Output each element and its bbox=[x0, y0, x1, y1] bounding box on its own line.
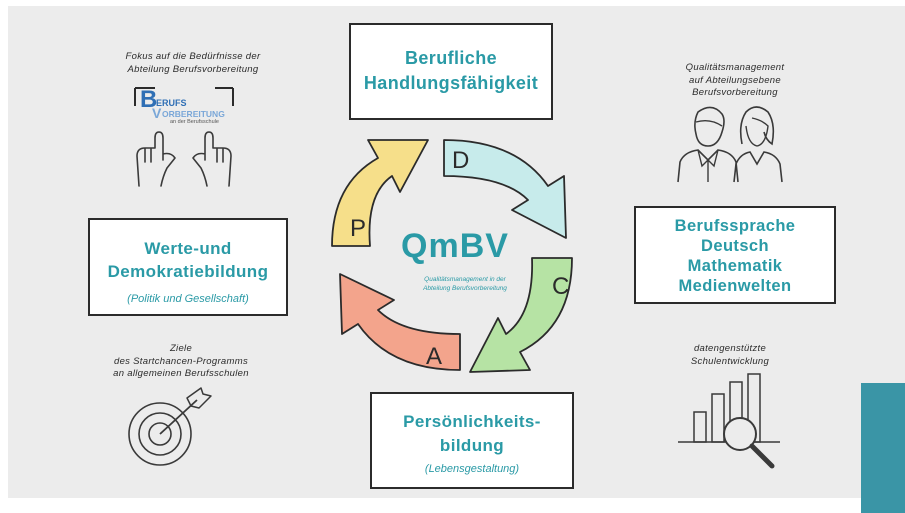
hands-frame-icon bbox=[134, 87, 234, 187]
letter-p: P bbox=[350, 215, 366, 242]
arrow-c bbox=[469, 257, 573, 373]
berufsvorbereitung-logo: B ERUFS V ORBEREITUNG an der Berufsschul… bbox=[140, 86, 236, 128]
corner-block bbox=[861, 383, 905, 513]
caption-top-left-line2: Abteilung Berufsvorbereitung bbox=[127, 63, 259, 75]
letter-a: A bbox=[426, 343, 442, 370]
arrow-a bbox=[339, 273, 461, 371]
caption-bottom-left-line1: Ziele bbox=[169, 343, 193, 354]
letter-d: D bbox=[452, 147, 469, 174]
logo-letter-v: V bbox=[152, 105, 162, 121]
box-top-line2: Handlungsfähigkeit bbox=[363, 73, 539, 93]
caption-top-right-line1: Qualitätsmanagement bbox=[685, 62, 785, 73]
center-subtitle: Qualitätsmanagement in der Abteilung Ber… bbox=[405, 275, 525, 293]
box-berufssprache: Berufssprache Deutsch Mathematik Medienw… bbox=[634, 206, 836, 304]
box-werte-demokratiebildung: Werte-und Demokratiebildung (Politik und… bbox=[88, 218, 288, 316]
caption-bottom-right: datengenstützte Schulentwicklung bbox=[640, 343, 820, 368]
caption-bottom-left-line2: des Startchancen-Programms bbox=[114, 355, 248, 367]
caption-top-left: Fokus auf die Bedürfnisse der Abteilung … bbox=[88, 51, 298, 76]
caption-top-right-line3: Berufsvorbereitung bbox=[692, 87, 778, 98]
arrow-p bbox=[331, 139, 429, 247]
logo-line3: an der Berufsschule bbox=[170, 119, 219, 125]
box-persoenlichkeitsbildung: Persönlichkeits- bildung (Lebensgestaltu… bbox=[370, 392, 574, 489]
box-berufliche-handlungsfaehigkeit: Berufliche Handlungsfähigkeit bbox=[349, 23, 553, 120]
pdca-cycle: P D C A bbox=[331, 139, 573, 373]
caption-bottom-right-line1: datengenstützte bbox=[693, 343, 767, 354]
caption-top-right: Qualitätsmanagement auf Abteilungsebene … bbox=[640, 62, 830, 100]
box-left-sub: (Politik und Gesellschaft) bbox=[127, 293, 249, 305]
caption-bottom-left: Ziele des Startchancen-Programms an allg… bbox=[76, 343, 286, 381]
box-right-line1: Berufssprache bbox=[674, 217, 796, 235]
letter-c: C bbox=[552, 273, 569, 300]
caption-top-right-line2: auf Abteilungsebene bbox=[689, 74, 781, 86]
box-right-line4: Medienwelten bbox=[678, 277, 792, 295]
caption-bottom-left-line3: an allgemeinen Berufsschulen bbox=[113, 368, 249, 379]
logo-line1: ERUFS bbox=[156, 98, 187, 108]
box-left-line1: Werte-und bbox=[144, 239, 232, 258]
logo-line2: ORBEREITUNG bbox=[162, 109, 225, 119]
arrow-d bbox=[443, 139, 567, 239]
chart-magnifier-icon bbox=[678, 373, 780, 469]
box-bottom-sub: (Lebensgestaltung) bbox=[424, 463, 520, 475]
box-bottom-line2: bildung bbox=[439, 436, 505, 455]
box-right-line2: Deutsch bbox=[701, 237, 769, 255]
center-title: QmBV bbox=[401, 227, 509, 265]
box-bottom-line1: Persönlichkeits- bbox=[403, 412, 541, 431]
people-icon bbox=[677, 106, 783, 183]
box-right-line3: Mathematik bbox=[687, 257, 783, 275]
box-top-line1: Berufliche bbox=[404, 48, 498, 68]
box-left-line2: Demokratiebildung bbox=[107, 262, 269, 281]
caption-top-left-line1: Fokus auf die Bedürfnisse der bbox=[125, 51, 261, 62]
target-icon bbox=[128, 387, 212, 466]
caption-bottom-right-line2: Schulentwicklung bbox=[690, 355, 770, 367]
logo-letter-b: B bbox=[140, 86, 158, 113]
center-subtitle-line2: Abteilung Berufsvorbereitung bbox=[423, 285, 507, 292]
center-subtitle-line1: Qualitätsmanagement in der bbox=[424, 276, 506, 283]
